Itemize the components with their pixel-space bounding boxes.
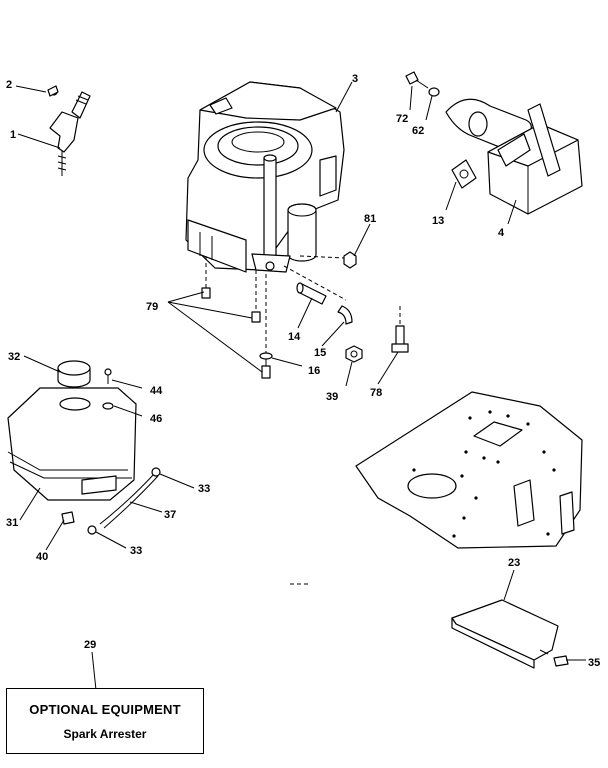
muffler-part (445, 98, 583, 215)
nut-part-81 (343, 251, 357, 269)
screw-part-44 (104, 368, 112, 384)
label-37: 37 (164, 509, 176, 521)
label-46: 46 (150, 413, 162, 425)
label-15: 15 (314, 347, 326, 359)
washer-part-46 (102, 402, 114, 410)
nut-part-39 (345, 345, 363, 363)
label-33-lower: 33 (130, 545, 142, 557)
bushing-part-40 (61, 511, 75, 525)
label-62: 62 (412, 125, 424, 137)
clamp-part-33a (151, 467, 161, 477)
frame-plate-part (355, 391, 583, 549)
label-14: 14 (288, 331, 301, 343)
label-39: 39 (326, 391, 338, 403)
label-72: 72 (396, 113, 408, 125)
bolt-part-78 (391, 306, 409, 353)
gasket-part-13 (451, 159, 477, 189)
label-33-upper: 33 (198, 483, 210, 495)
washer-part-16 (259, 352, 273, 360)
optional-equipment-title: OPTIONAL EQUIPMENT (29, 702, 181, 717)
label-4: 4 (498, 227, 505, 239)
label-16: 16 (308, 365, 320, 377)
label-79: 79 (146, 301, 158, 313)
fuel-line-part (99, 473, 159, 529)
label-2: 2 (6, 79, 12, 91)
label-44: 44 (150, 385, 163, 397)
optional-equipment-item: Spark Arrester (63, 727, 147, 741)
label-3: 3 (352, 73, 358, 85)
bracket-part-23 (451, 599, 559, 669)
fitting-part-14 (296, 282, 327, 305)
label-23: 23 (508, 557, 520, 569)
label-40: 40 (36, 551, 48, 563)
screw-part-72 (405, 71, 429, 89)
throttle-control-part (49, 88, 91, 176)
screw-part-2 (47, 85, 59, 97)
clamp-part-33b (87, 525, 97, 535)
label-31: 31 (6, 517, 18, 529)
bolt-part-79 (201, 287, 271, 379)
lockwasher-part-62 (428, 87, 440, 97)
fuel-tank-part (7, 387, 137, 501)
label-78: 78 (370, 387, 382, 399)
label-32: 32 (8, 351, 20, 363)
screw-part-35 (553, 655, 578, 667)
label-29: 29 (84, 639, 96, 651)
leader-lines (15, 81, 586, 691)
label-81: 81 (364, 213, 376, 225)
label-35: 35 (588, 657, 600, 669)
engine-part (185, 81, 345, 273)
optional-equipment-box: OPTIONAL EQUIPMENT Spark Arrester (6, 688, 204, 754)
fuel-cap-part (57, 360, 91, 388)
label-13: 13 (432, 215, 444, 227)
hose-part-15 (337, 305, 353, 325)
label-1: 1 (10, 129, 16, 141)
